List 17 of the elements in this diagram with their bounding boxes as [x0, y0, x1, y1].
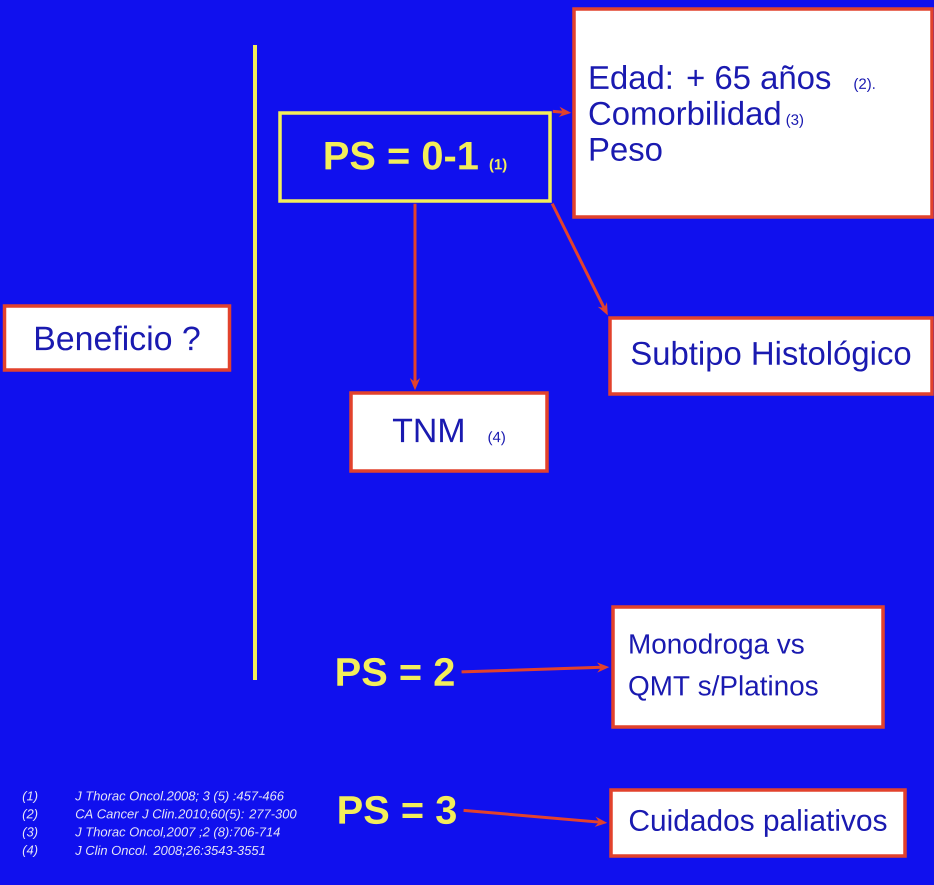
text-box: TNM (4) — [349, 391, 549, 473]
reference-text: J Thorac Oncol,2007 ;2 (8):706-714 — [75, 826, 280, 840]
highlighted-box: PS = 0-1 (1) — [278, 111, 552, 203]
reference-text: (4) — [22, 844, 38, 858]
reference-text: (3) — [22, 826, 38, 840]
reference-text: CA Cancer J Clin.2010;60(5): 277-300 — [76, 808, 297, 822]
text-box: Subtipo Histológico — [608, 316, 934, 396]
reference-text: J Thorac Oncol.2008; 3 (5) :457-466 — [75, 790, 284, 804]
text-box: Beneficio ? — [2, 304, 232, 372]
reference-text: J Clin Oncol. 2008;26:3543-3551 — [75, 845, 265, 857]
heading-text: PS = 3 — [339, 796, 456, 824]
text-box: Monodroga vs QMT s/Platinos — [611, 605, 885, 729]
reference-text: (1) — [22, 790, 38, 804]
text-box: Cuidados paliativos — [609, 788, 907, 858]
heading-text: PS = 2 — [337, 658, 454, 686]
text-box: Edad: + 65 años (2). Comorbilidad (3) Peso — [572, 7, 934, 219]
reference-text: (2) — [22, 808, 38, 822]
